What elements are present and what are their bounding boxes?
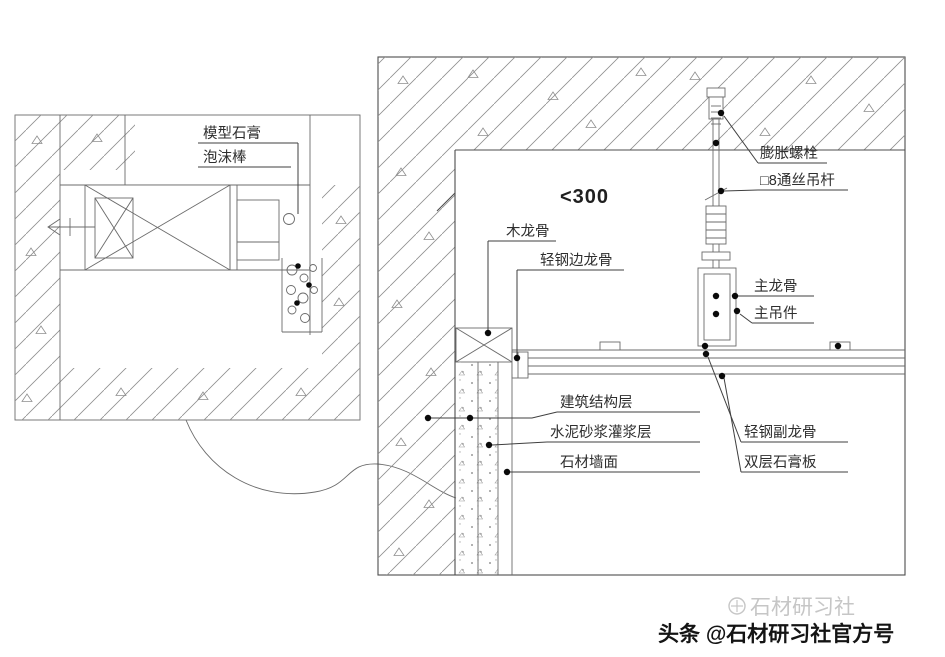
sub-keel-label: 轻钢副龙骨 — [744, 424, 817, 441]
stone-wall-buildup — [455, 362, 513, 575]
watermark-logo-icon — [728, 597, 746, 615]
foam-rod-label: 泡沫棒 — [203, 149, 247, 166]
cement-mortar-label: 水泥砂浆灌浆层 — [550, 423, 652, 441]
stone-wall-label: 石材墙面 — [560, 454, 618, 471]
hanger-rod-assembly — [701, 87, 731, 272]
footer: 石材研习社 头条 @石材研习社官方号 — [658, 596, 894, 646]
threaded-rod-label: □8通丝吊杆 — [760, 172, 835, 189]
main-keel-label: 主龙骨 — [754, 278, 798, 295]
left-plan-detail: 模型石膏 泡沫棒 — [14, 114, 361, 421]
expansion-bolt-label: 膨胀螺栓 — [760, 145, 818, 162]
right-detail-labels: 膨胀螺栓 □8通丝吊杆 木龙骨 轻钢边龙骨 主龙骨 主吊件 — [424, 109, 848, 476]
right-section-detail: <300 膨胀螺栓 □8通丝吊杆 木龙骨 轻钢边龙骨 主龙骨 — [377, 56, 906, 576]
left-detail-labels: 模型石膏 泡沫棒 — [196, 120, 300, 214]
structure-layer-label: 建筑结构层 — [560, 394, 633, 411]
left-wall-hatch — [15, 115, 360, 420]
edge-keel-label: 轻钢边龙骨 — [540, 252, 613, 269]
model-plaster-label: 模型石膏 — [203, 125, 261, 142]
edge-keel-group — [455, 327, 529, 379]
main-hanger-label: 主吊件 — [754, 305, 798, 322]
hanger-spacing-dimension: <300 — [560, 186, 609, 208]
wood-keel-label: 木龙骨 — [506, 223, 550, 240]
concrete-slab-hatch — [378, 57, 905, 575]
gypsum-board-label: 双层石膏板 — [744, 453, 817, 471]
footer-byline: 头条 @石材研习社官方号 — [658, 622, 894, 646]
left-detail-geometry — [47, 115, 323, 420]
main-keel-channel — [697, 267, 737, 347]
watermark-text: 石材研习社 — [750, 596, 855, 619]
slab-inner-boundary — [436, 149, 905, 575]
